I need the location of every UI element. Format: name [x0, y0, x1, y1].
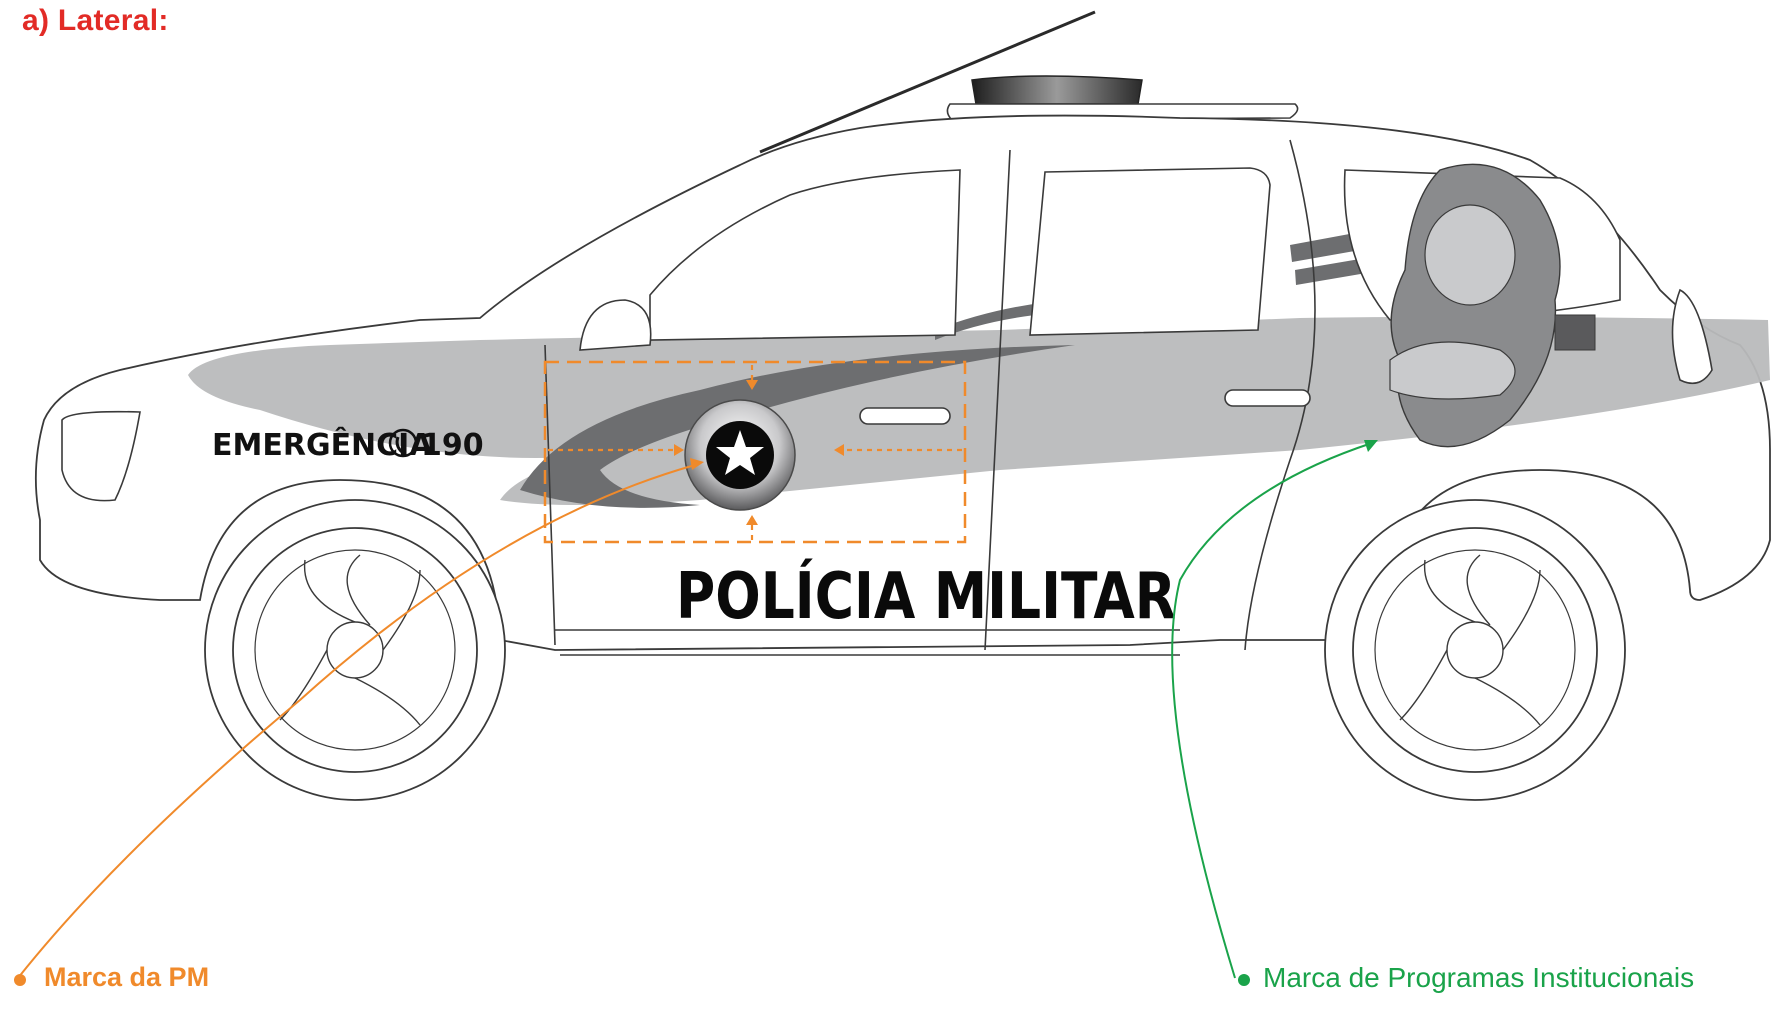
callout-marca-da-pm: Marca da PM	[44, 962, 210, 992]
lion-mascot-illustration	[1389, 163, 1596, 448]
side-sill	[555, 629, 1180, 656]
antenna	[759, 10, 1096, 154]
rear-wheel	[1324, 499, 1626, 801]
front-door-handle	[859, 407, 951, 425]
pm-mark-placement-box	[543, 360, 967, 544]
page-heading: a) Lateral:	[22, 4, 169, 37]
side-mirror	[579, 299, 652, 351]
fender-text-190: 190	[421, 428, 484, 463]
stripe-light	[188, 316, 1770, 505]
program-mark-leader-line	[1171, 442, 1373, 979]
rear-door-handle	[1224, 389, 1311, 407]
headlight	[61, 410, 141, 502]
placement-arrows	[548, 365, 962, 540]
phone-icon	[388, 428, 418, 458]
pm-mark-leader-line	[17, 464, 696, 979]
front-window	[649, 169, 961, 341]
door-seams	[544, 139, 1316, 651]
tail-light	[1671, 288, 1713, 385]
middle-window	[1029, 167, 1271, 336]
program-mark-dot	[1238, 974, 1250, 986]
pm-seal	[684, 399, 796, 511]
fender-text-emergencia: EMERGÊNCIA	[212, 427, 433, 463]
front-wheel	[204, 499, 506, 801]
roof-light-bar	[971, 75, 1143, 105]
door-text-policia-militar: POLÍCIA MILITAR	[676, 558, 1176, 634]
stripe-dark-swoosh	[520, 345, 1075, 508]
pm-mark-dot	[14, 974, 26, 986]
star-icon	[716, 430, 764, 475]
callout-marca-programas: Marca de Programas Institucionais	[1263, 962, 1695, 993]
